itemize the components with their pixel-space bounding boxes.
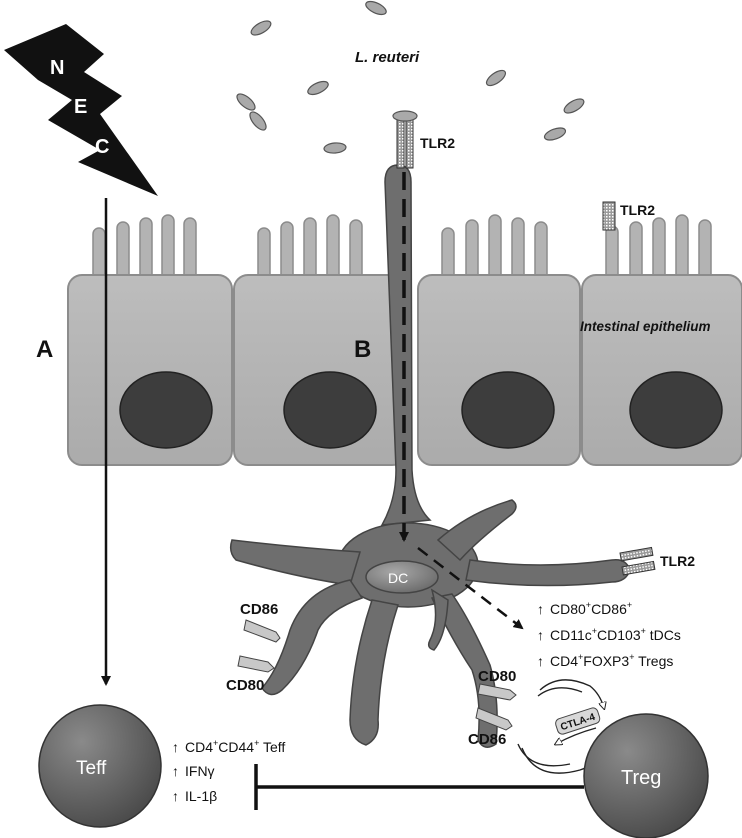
tlr2-receptor-dc: [619, 546, 656, 576]
nec-lightning-bolt: [4, 24, 158, 196]
teff-outcome-item: ↑IFNγ: [172, 763, 215, 779]
bacteria-group: [236, 0, 585, 154]
nucleus: [119, 371, 213, 449]
ctla4-badge: CTLA-4: [555, 707, 601, 735]
dc-outcome-item: ↑CD80+CD86+: [537, 600, 632, 617]
tlr2-receptor-epithelial: [602, 201, 616, 231]
tlr2-receptor-dendrite: [392, 110, 418, 169]
bacterium: [323, 142, 347, 154]
bacterium-bound: [392, 110, 418, 122]
epithelium-label: Intestinal epithelium: [580, 319, 711, 334]
bacterium: [236, 93, 256, 111]
teff-outcome-list: ↑CD4+CD44+ Teff ↑IFNγ ↑IL-1β: [172, 738, 285, 804]
epithelial-cell: [67, 214, 233, 466]
bacterium: [249, 111, 267, 131]
nucleus: [629, 371, 723, 449]
dc-label: DC: [388, 570, 408, 586]
cd86-label-right: CD86: [468, 731, 506, 748]
dc-outcome-list: ↑CD80+CD86+ ↑CD11c+CD103+ tDCs ↑CD4+FOXP…: [537, 600, 681, 669]
cd86-label-left: CD86: [240, 601, 278, 618]
nucleus: [461, 371, 555, 449]
cd80-label-right: CD80: [478, 668, 516, 685]
dc-outcome-dashed-arrow: [417, 547, 524, 630]
teff-outcome-item: ↑CD4+CD44+ Teff: [172, 738, 285, 755]
dc-outcome-item: ↑CD4+FOXP3+ Tregs: [537, 652, 673, 669]
bacterium: [307, 80, 329, 96]
bacterium: [563, 98, 585, 114]
nec-letter-e: E: [74, 96, 87, 118]
nec-letter-c: C: [95, 136, 109, 158]
teff-label: Teff: [76, 758, 107, 779]
nec-letter-n: N: [50, 57, 64, 79]
treg-label: Treg: [621, 767, 661, 789]
teff-cell: [38, 704, 162, 828]
dc-nucleus: [365, 560, 439, 594]
bacteria-label: L. reuteri: [355, 49, 420, 66]
pathway-a-label: A: [36, 336, 53, 363]
cd80-label-left: CD80: [226, 677, 264, 694]
epithelial-cell: [581, 214, 742, 466]
bacterium: [543, 127, 567, 141]
nucleus: [283, 371, 377, 449]
treg-cell: [583, 713, 709, 838]
bacterium: [250, 20, 272, 36]
bacterium: [365, 0, 387, 16]
teff-outcome-item: ↑IL-1β: [172, 788, 217, 804]
costim-markers-right: [475, 683, 517, 731]
epithelial-cell: [417, 214, 581, 466]
intestinal-epithelium: [67, 201, 742, 466]
bacterium: [485, 69, 507, 87]
epithelial-cell: [233, 214, 407, 466]
costim-markers-left: [237, 619, 281, 673]
tlr2-label-dc: TLR2: [660, 553, 695, 569]
pathway-b-label: B: [354, 336, 371, 363]
tlr2-label-dendrite: TLR2: [420, 135, 455, 151]
dc-outcome-item: ↑CD11c+CD103+ tDCs: [537, 626, 681, 643]
tlr2-label-epithelial: TLR2: [620, 202, 655, 218]
